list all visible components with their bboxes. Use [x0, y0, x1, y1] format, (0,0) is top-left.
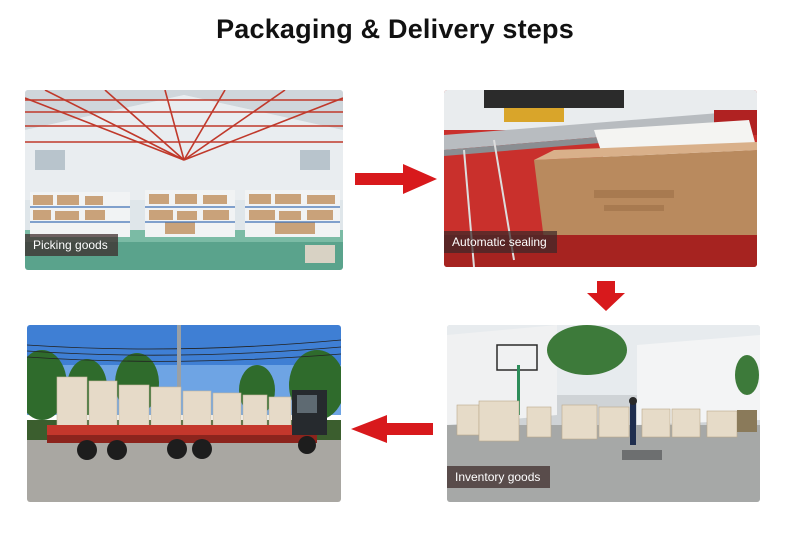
step-caption-inventory: Inventory goods	[447, 466, 551, 488]
page-title: Packaging & Delivery steps	[216, 14, 574, 44]
warehouse-photo: Picking goods	[25, 90, 343, 270]
arrow-left-icon	[351, 415, 433, 443]
inventory-photo: Inventory goods	[447, 325, 760, 502]
arrow-down-icon	[587, 281, 625, 311]
step-caption-sealing: Automatic sealing	[444, 231, 557, 253]
sealing-photo: Automatic sealing	[444, 90, 757, 267]
step-caption-picking: Picking goods	[25, 234, 118, 256]
arrow-right-icon	[355, 164, 437, 194]
truck-photo	[27, 325, 341, 502]
